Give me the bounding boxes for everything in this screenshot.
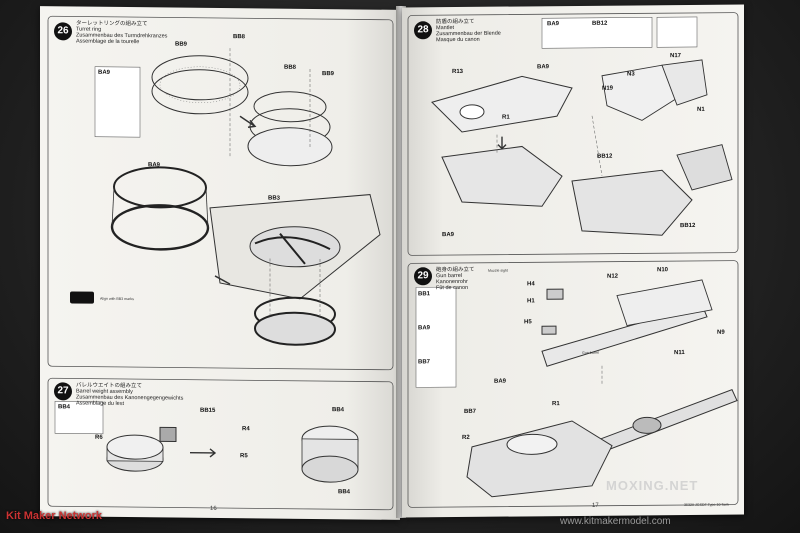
part-label: BB15 — [200, 407, 216, 414]
part-label: H4 — [527, 281, 535, 288]
right-page-number: 17 — [592, 502, 599, 509]
part-label: BB9 — [175, 41, 188, 48]
left-page-number: 16 — [210, 505, 217, 512]
part-label: BB12 — [597, 153, 613, 160]
part-label: BB4 — [332, 407, 345, 414]
step-28-number: 28 — [414, 21, 432, 40]
part-label: BB9 — [322, 71, 335, 78]
book-spine — [396, 6, 406, 518]
part-label: BB8 — [233, 34, 246, 41]
step-28-title: 防盾の組み立て Mantlet Zusammenbau der Blende M… — [436, 18, 501, 44]
step-26-title: ターレットリングの組み立て Turret ring Zusammenbau de… — [76, 20, 168, 46]
moxing-watermark: MOXING.NET — [606, 478, 699, 493]
part-label: H1 — [527, 298, 535, 305]
part-box-label: BB7 — [418, 359, 431, 366]
part-label: N9 — [717, 329, 725, 336]
part-label: BA9 — [148, 162, 161, 169]
part-label: R4 — [242, 426, 250, 433]
part-label: N1 — [697, 106, 705, 113]
muzzle-sight-label: Muzzle sight — [488, 268, 508, 273]
part-label: BA9 — [442, 232, 455, 239]
part-label: BB3 — [268, 195, 281, 202]
alignment-note: Align with BB3 marks — [100, 296, 134, 302]
part-label: N3 — [627, 71, 635, 78]
part-box-label: BB1 — [418, 291, 431, 298]
part-box-label: BA9 — [547, 21, 560, 28]
part-label: BB8 — [284, 64, 297, 71]
part-label: BA9 — [537, 64, 550, 71]
part-label: BB7 — [464, 408, 477, 415]
part-label: BB4 — [338, 489, 351, 496]
gun-barrel-label: Gun barrel — [582, 350, 599, 355]
part-label: BA9 — [494, 378, 507, 385]
part-label: R13 — [452, 68, 464, 76]
step-29-title: 砲身の組み立て Gun barrel Kanonenrohr Fût de ca… — [436, 266, 475, 292]
step-27-number: 27 — [54, 382, 72, 401]
kit-footer: 35329 JGSDF Type 10 Tank — [684, 502, 730, 508]
part-box-label: BA9 — [418, 325, 431, 332]
part-label: N17 — [670, 53, 682, 60]
step-27-title: バレルウエイトの組み立て Barrel weight assembly Zusa… — [76, 382, 184, 407]
kitmaker-url-watermark: www.kitmakermodel.com — [560, 516, 671, 527]
step-26-number: 26 — [54, 22, 72, 41]
part-label: R2 — [462, 434, 470, 441]
part-label: N10 — [657, 267, 669, 274]
part-box-label: BA9 — [98, 69, 111, 76]
part-label: R1 — [552, 401, 560, 408]
part-label: N19 — [602, 85, 614, 92]
part-label: R6 — [95, 434, 103, 441]
part-label: N11 — [674, 350, 685, 357]
part-box-label: BB4 — [58, 404, 71, 411]
right-page-drawing — [407, 12, 739, 508]
part-label: BB12 — [680, 222, 696, 230]
right-instruction-page: 28 防盾の組み立て Mantlet Zusammenbau der Blend… — [402, 4, 744, 518]
left-instruction-page: 26 ターレットリングの組み立て Turret ring Zusammenbau… — [40, 6, 400, 520]
part-box-label: BB12 — [592, 20, 608, 27]
part-label: N12 — [607, 273, 619, 280]
part-label: H5 — [524, 319, 532, 326]
part-label: R1 — [502, 114, 510, 121]
left-page-drawing — [47, 15, 394, 511]
part-label: R5 — [240, 453, 248, 460]
step-29-number: 29 — [414, 267, 432, 286]
kitmaker-watermark: Kit Maker Network — [6, 510, 102, 522]
